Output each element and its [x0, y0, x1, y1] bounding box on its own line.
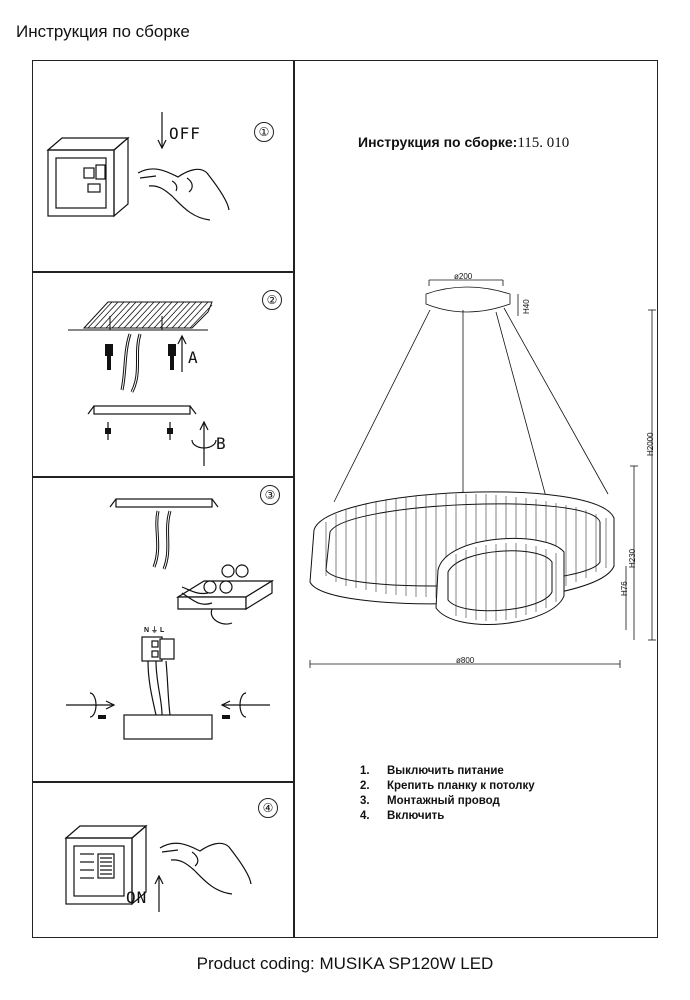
ring-height-dim: H230 — [628, 548, 637, 568]
product-coding: Product coding: MUSIKA SP120W LED — [196, 954, 494, 973]
heading-text: Инструкция по сборке: — [358, 134, 518, 150]
list-item: 2.Крепить планку к потолку — [360, 780, 535, 792]
step-1-panel: ① OFF — [32, 60, 294, 271]
step-4-panel: ④ ON — [32, 782, 294, 937]
instruction-frame — [32, 60, 658, 938]
wiring-illustration — [66, 498, 275, 740]
page-title: Инструкция по сборке — [16, 22, 190, 41]
column-divider — [293, 60, 295, 938]
step-3-panel: ③ — [32, 477, 294, 781]
step-2-panel: ② — [32, 272, 294, 476]
arrow-b-label: B — [216, 434, 227, 453]
steps-list: 1.Выключить питание 2.Крепить планку к п… — [360, 764, 535, 824]
terminal-pe-label: ⏚ — [151, 627, 159, 634]
terminal-l-label: L — [159, 627, 165, 634]
on-label: ON — [126, 888, 148, 907]
canopy-diameter-dim: ø200 — [454, 272, 473, 281]
list-item: 3.Монтажный провод — [360, 795, 500, 807]
instruction-heading: Инструкция по сборке:115. 010 — [358, 134, 569, 152]
switch-on-illustration — [64, 824, 252, 912]
step-1-number: ① — [254, 122, 274, 142]
canopy-height-dim: H40 — [522, 299, 531, 314]
ring-diameter-dim: ø800 — [456, 656, 475, 665]
terminal-n-label: N — [144, 627, 150, 634]
step-2-number: ② — [262, 290, 282, 310]
panel-divider — [32, 476, 294, 478]
step-3-number: ③ — [260, 485, 280, 505]
switch-off-illustration — [46, 112, 230, 221]
panel-divider — [32, 271, 294, 273]
terminal-labels: N ⏚ L — [144, 625, 164, 635]
arrow-a-label: A — [188, 348, 199, 367]
list-item: 4.Включить — [360, 810, 445, 822]
step-4-number: ④ — [258, 798, 278, 818]
list-item: 1.Выключить питание — [360, 765, 504, 777]
off-label: OFF — [169, 124, 201, 143]
ceiling-mount-illustration — [68, 301, 217, 466]
ring-gap-dim: H76 — [620, 581, 629, 596]
total-height-dim: H2000 — [646, 432, 655, 456]
model-code: 115. 010 — [517, 135, 570, 151]
panel-divider — [32, 781, 294, 783]
chandelier-drawing — [309, 279, 656, 668]
